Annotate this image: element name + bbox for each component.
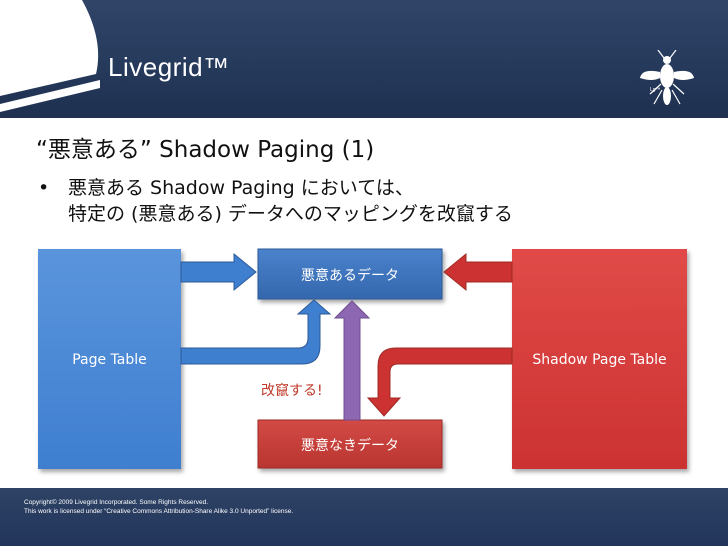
benign-data-box — [257, 419, 443, 469]
shadow-to-malicious-arrow — [443, 252, 513, 292]
page-table-label: Page Table — [72, 352, 147, 368]
copyright-line: Copyright© 2009 Livegrid Incorporated. S… — [24, 499, 208, 506]
malicious-data-label: 悪意あるデータ — [301, 268, 399, 284]
page-table-to-malicious-arrow — [180, 252, 257, 292]
copyright-notice: Copyright© 2009 Livegrid Incorporated. S… — [24, 498, 293, 516]
alteration-arrow — [333, 300, 371, 421]
fly-badge: Lg™ — [650, 87, 661, 93]
malicious-data-box — [257, 248, 443, 300]
page-table-box — [38, 249, 181, 469]
benign-data-label: 悪意なきデータ — [301, 438, 399, 454]
brand-name: Livegrid™ — [108, 52, 230, 82]
shadow-elbow-arrow — [366, 347, 513, 417]
slide-footer: Copyright© 2009 Livegrid Incorporated. S… — [0, 488, 728, 546]
livegrid-logo-icon — [0, 0, 100, 112]
bullet-text-line-2: 特定の (悪意ある) データへのマッピングを改竄する — [68, 203, 513, 225]
page-table-elbow-arrow — [180, 299, 332, 365]
slide-title: “悪意ある” Shadow Paging (1) — [36, 137, 375, 163]
license-line: This work is licensed under “Creative Co… — [24, 508, 294, 515]
shadow-page-table-label: Shadow Page Table — [532, 352, 667, 368]
shadow-page-table-box — [512, 249, 687, 469]
bullet-marker: • — [38, 177, 50, 199]
slide-header: Livegrid™ Lg™ — [0, 0, 728, 118]
fly-logo-icon — [640, 50, 694, 105]
bullet-text-line-1: 悪意ある Shadow Paging においては、 — [68, 177, 414, 199]
alter-label: 改竄する! — [261, 383, 323, 399]
